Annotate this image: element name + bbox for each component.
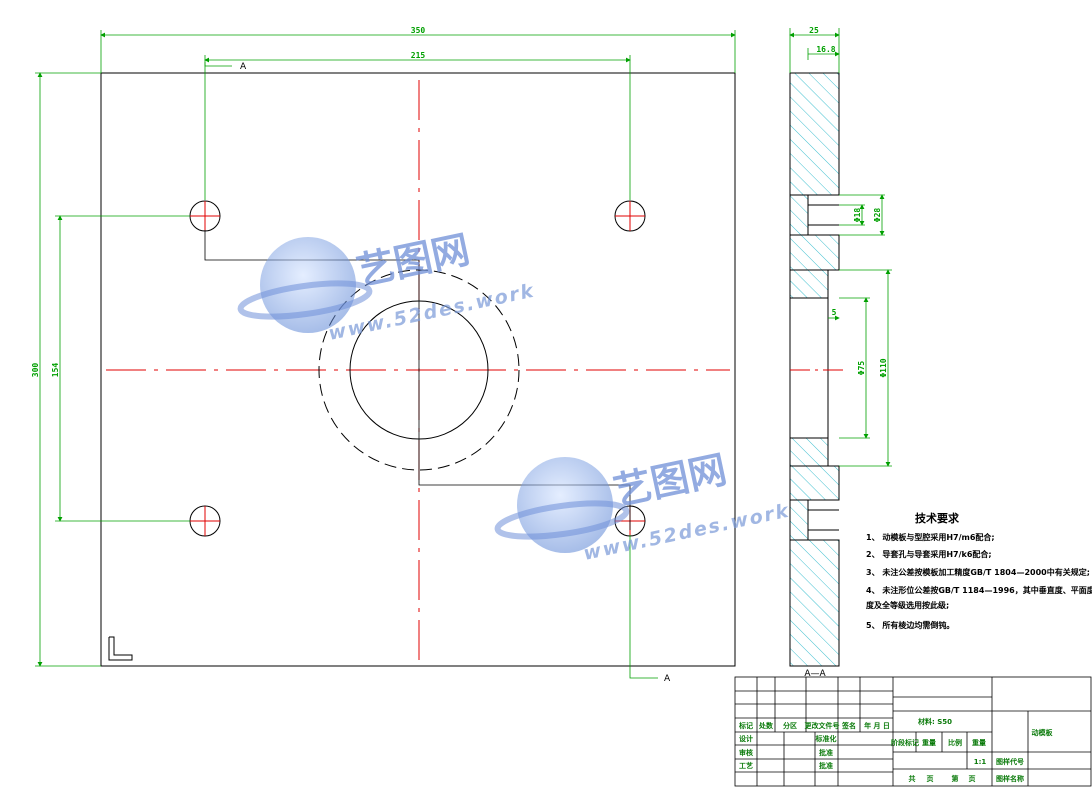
tb-approve-2: 批准 — [819, 761, 833, 770]
tb-hdr-mark: 标记 — [738, 721, 753, 730]
watermark-1: 艺图网 www.52des.work — [237, 227, 537, 345]
section-view: A—A — [789, 72, 845, 679]
section-solid-mid2 — [789, 269, 829, 299]
watermark-swoosh-icon — [237, 280, 373, 320]
section-view-label: A—A — [804, 669, 826, 679]
watermark-url: www.52des.work — [326, 280, 537, 345]
dim-counterbore-depth: 16.8 — [816, 45, 835, 54]
tb-sheet-total: 共 — [909, 774, 916, 783]
tb-ratio: 比例 — [948, 738, 962, 747]
tb-sheet-page: 页 — [927, 775, 934, 783]
front-view: A A — [100, 62, 736, 684]
watermark-brand: 艺图网 — [353, 227, 474, 294]
tb-hdr-count: 处数 — [758, 721, 774, 730]
section-solid-cb2 — [789, 499, 809, 541]
tb-check: 审核 — [739, 748, 753, 757]
hole-top-right — [614, 200, 646, 232]
tech-item-5: 5、 所有棱边均需倒钝。 — [866, 620, 954, 630]
dim-hole-small-dia: Φ18 — [853, 208, 862, 223]
tb-hdr-zone: 分区 — [783, 721, 797, 730]
corner-mark — [108, 636, 133, 661]
front-dimensions — [35, 30, 736, 667]
tb-weight-lbl: 重量 — [972, 738, 986, 747]
tech-title: 技术要求 — [915, 511, 960, 525]
watermark-swoosh-icon-2 — [494, 500, 630, 540]
dim-hole-cb-dia: Φ28 — [873, 208, 882, 223]
plate-outline — [100, 72, 736, 667]
dim-recess-depth: 5 — [832, 308, 837, 317]
dim-recess-dia: Φ110 — [879, 358, 888, 377]
dim-thickness: 25 — [809, 26, 819, 35]
dim-hole-spacing-x: 215 — [411, 51, 426, 60]
tb-drawing-no: 图样代号 — [996, 757, 1024, 766]
section-solid-mid — [789, 234, 840, 271]
hole-top-left — [189, 200, 221, 232]
section-dimensions — [789, 28, 892, 467]
dim-overall-width: 350 — [411, 26, 426, 35]
section-solid-low2 — [789, 437, 829, 467]
tb-stage: 阶段标记 — [891, 738, 919, 747]
tech-item-1: 1、 动模板与型腔采用H7/m6配合; — [866, 532, 995, 542]
section-cut-line — [204, 230, 631, 530]
tb-scale: 1:1 — [974, 758, 987, 766]
tech-item-4b: 度及全等级选用按此级; — [866, 600, 949, 610]
tb-drawing-name: 图样名称 — [996, 774, 1024, 783]
tb-sheet-no: 第 — [952, 774, 959, 783]
dim-overall-height: 300 — [31, 363, 40, 378]
section-arrow-bottom — [629, 535, 658, 679]
tb-part-name: 动模板 — [1032, 728, 1054, 737]
watermark-url-2: www.52des.work — [581, 500, 792, 565]
hole-bottom-left — [189, 505, 221, 537]
tech-item-2: 2、 导套孔与导套采用H7/k6配合; — [866, 549, 992, 559]
section-solid-bottom — [789, 539, 840, 667]
section-solid-low — [789, 465, 840, 501]
tb-hdr-date: 年 月 日 — [864, 721, 890, 730]
section-solid-cb1 — [789, 194, 809, 236]
technical-requirements: 技术要求 1、 动模板与型腔采用H7/m6配合; 2、 导套孔与导套采用H7/k… — [866, 511, 1092, 630]
tb-standard: 标准化 — [815, 734, 837, 743]
dim-bore-dia: Φ75 — [857, 361, 866, 376]
tech-item-3: 3、 未注公差按模板加工精度GB/T 1804—2000中有关规定; — [866, 567, 1090, 577]
watermark-2: 艺图网 www.52des.work — [494, 447, 792, 565]
watermark-brand-2: 艺图网 — [610, 447, 731, 514]
tb-approve: 批准 — [819, 748, 833, 757]
title-block-text: 标记 处数 分区 更改文件号 签名 年 月 日 设计 标准化 审核 批准 工艺 … — [738, 717, 1054, 783]
tb-weight: 重量 — [922, 738, 936, 747]
tb-design: 设计 — [739, 734, 753, 743]
section-marker-top: A — [240, 62, 247, 72]
tb-process: 工艺 — [739, 761, 753, 770]
section-arrow-top — [204, 62, 232, 67]
tb-hdr-sign: 签名 — [841, 721, 856, 730]
section-marker-bottom: A — [664, 674, 671, 684]
tb-material: 材料: S50 — [917, 717, 952, 726]
title-block — [734, 676, 1092, 787]
tb-hdr-change: 更改文件号 — [805, 721, 840, 730]
section-solid-top — [789, 72, 840, 196]
tech-item-4: 4、 未注形位公差按GB/T 1184—1996，其中垂直度、平面度、同轴 — [866, 585, 1092, 595]
dim-hole-spacing-y: 154 — [51, 363, 60, 378]
tb-sheet-page-2: 页 — [969, 775, 976, 783]
